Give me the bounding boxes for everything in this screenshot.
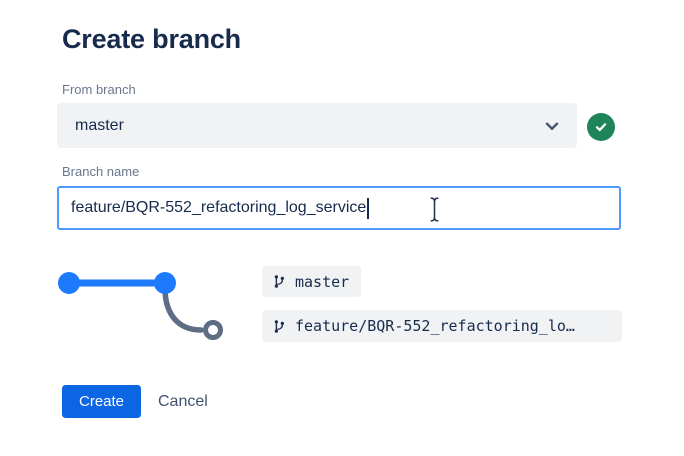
branch-icon [272,319,287,334]
from-branch-select[interactable]: master [57,103,577,148]
branch-graph-illustration [58,272,223,340]
new-branch-label: feature/BQR-552_refactoring_lo… [295,317,575,335]
cancel-button[interactable]: Cancel [148,385,218,418]
check-circle-icon [587,113,615,141]
branch-name-input[interactable]: feature/BQR-552_refactoring_log_service [57,186,621,230]
branch-name-value: feature/BQR-552_refactoring_log_service [71,199,367,216]
create-button[interactable]: Create [62,385,142,418]
source-branch-label: master [295,272,350,291]
branch-name-label: Branch name [62,164,140,179]
from-branch-selected-value: master [75,116,124,134]
text-caret [367,197,369,219]
branch-icon [272,274,287,289]
from-branch-label: From branch [62,82,136,97]
source-branch-chip: master [262,266,362,297]
new-branch-chip: feature/BQR-552_refactoring_lo… [262,310,622,342]
chevron-down-icon [541,115,563,137]
page-title: Create branch [62,24,241,54]
i-beam-cursor-icon [428,196,441,228]
